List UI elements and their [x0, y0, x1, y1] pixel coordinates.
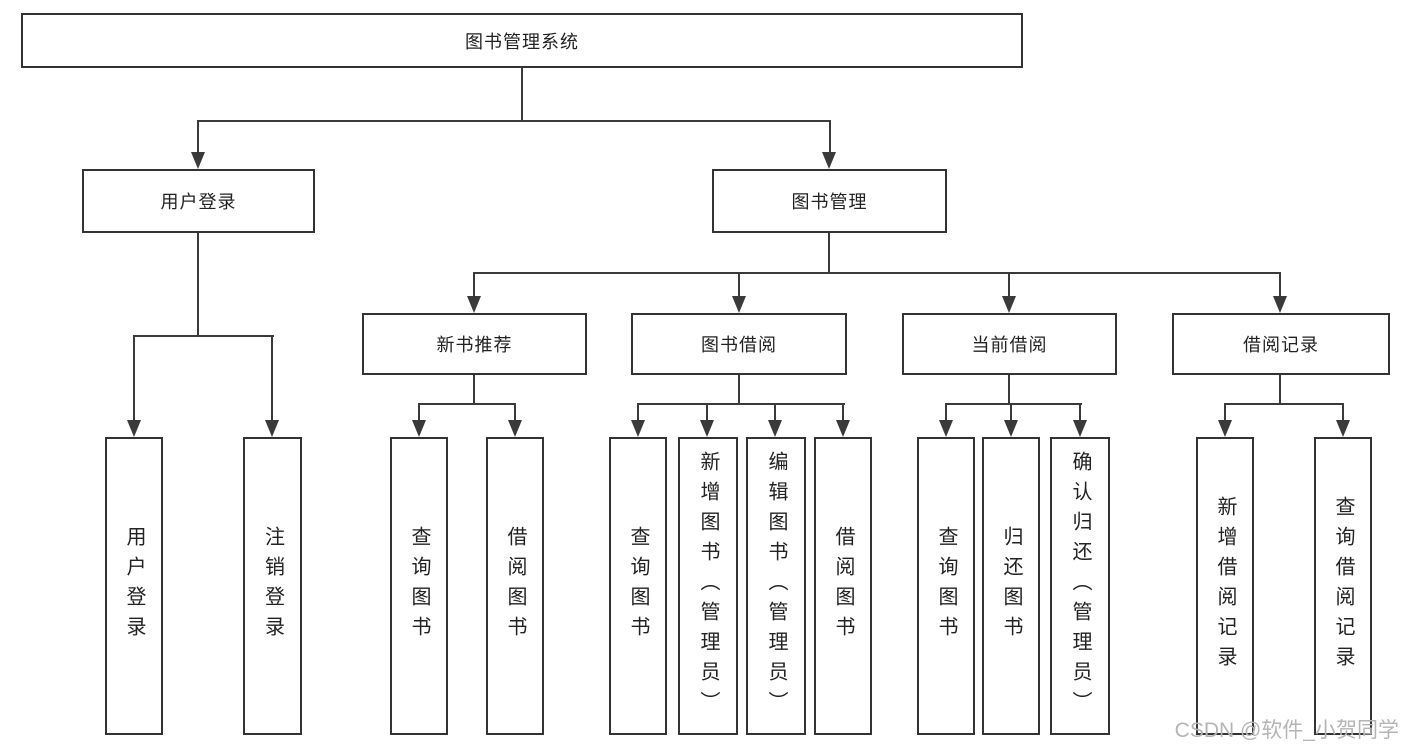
connector-line: [418, 403, 516, 405]
connector-line: [473, 272, 475, 298]
connector-line: [197, 233, 199, 336]
connector-line: [133, 335, 274, 337]
connector-line: [1010, 403, 1012, 422]
node-user-login: 用户登录: [82, 169, 315, 233]
arrow-down-icon: [265, 420, 279, 437]
connector-line: [828, 233, 830, 273]
connector-line: [514, 403, 516, 422]
connector-line: [637, 403, 639, 422]
watermark: CSDN @软件_小贺同学: [1174, 719, 1399, 742]
connector-line: [738, 375, 740, 404]
connector-line: [1008, 375, 1010, 404]
arrow-down-icon: [508, 420, 522, 437]
connector-line: [738, 272, 740, 298]
arrow-down-icon: [836, 420, 850, 437]
leaf-add-book-admin: 新增图书（管理员）: [678, 437, 738, 735]
connector-line: [637, 403, 845, 405]
connector-line: [1342, 403, 1344, 422]
leaf-edit-book-admin: 编辑图书（管理员）: [746, 437, 806, 735]
arrow-down-icon: [1002, 296, 1016, 313]
connector-line: [133, 335, 135, 422]
leaf-borrow-books-borrow: 借阅图书: [814, 437, 872, 735]
leaf-user-login: 用户登录: [105, 437, 163, 735]
connector-line: [706, 403, 708, 422]
arrow-down-icon: [939, 420, 953, 437]
arrow-down-icon: [1218, 420, 1232, 437]
arrow-down-icon: [1273, 296, 1287, 313]
arrow-down-icon: [1073, 420, 1087, 437]
arrow-down-icon: [467, 296, 481, 313]
connector-line: [197, 120, 199, 154]
arrow-down-icon: [700, 420, 714, 437]
connector-line: [945, 403, 947, 422]
connector-line: [1279, 375, 1281, 404]
connector-line: [1224, 403, 1344, 405]
leaf-query-books-borrow: 查询图书: [609, 437, 667, 735]
connector-line: [473, 375, 475, 404]
connector-line: [842, 403, 844, 422]
connector-line: [473, 272, 1281, 274]
connector-line: [271, 335, 273, 422]
arrow-down-icon: [1336, 420, 1350, 437]
leaf-add-borrow-record: 新增借阅记录: [1196, 437, 1254, 735]
connector-line: [1079, 403, 1081, 422]
leaf-borrow-books-recommend: 借阅图书: [486, 437, 544, 735]
connector-line: [1008, 272, 1010, 298]
arrow-down-icon: [127, 420, 141, 437]
leaf-logout: 注销登录: [243, 437, 302, 735]
connector-line: [945, 403, 1082, 405]
arrow-down-icon: [732, 296, 746, 313]
connector-line: [197, 120, 831, 122]
arrow-down-icon: [631, 420, 645, 437]
arrow-down-icon: [1004, 420, 1018, 437]
node-new-book-recommend: 新书推荐: [362, 313, 587, 375]
leaf-return-books: 归还图书: [982, 437, 1040, 735]
arrow-down-icon: [768, 420, 782, 437]
connector-line: [829, 120, 831, 154]
node-current-borrowing: 当前借阅: [902, 313, 1117, 375]
arrow-down-icon: [412, 420, 426, 437]
connector-line: [774, 403, 776, 422]
node-book-borrowing: 图书借阅: [631, 313, 847, 375]
arrow-down-icon: [822, 152, 836, 169]
node-library-system: 图书管理系统: [21, 13, 1023, 68]
connector-line: [1224, 403, 1226, 422]
leaf-query-borrow-record: 查询借阅记录: [1314, 437, 1372, 735]
connector-line: [521, 68, 523, 121]
node-book-management: 图书管理: [712, 169, 947, 233]
node-borrowing-records: 借阅记录: [1172, 313, 1390, 375]
arrow-down-icon: [191, 152, 205, 169]
connector-line: [1279, 272, 1281, 298]
leaf-query-books-recommend: 查询图书: [390, 437, 448, 735]
leaf-confirm-return-admin: 确认归还（管理员）: [1050, 437, 1110, 735]
leaf-query-books-current: 查询图书: [917, 437, 975, 735]
connector-line: [418, 403, 420, 422]
